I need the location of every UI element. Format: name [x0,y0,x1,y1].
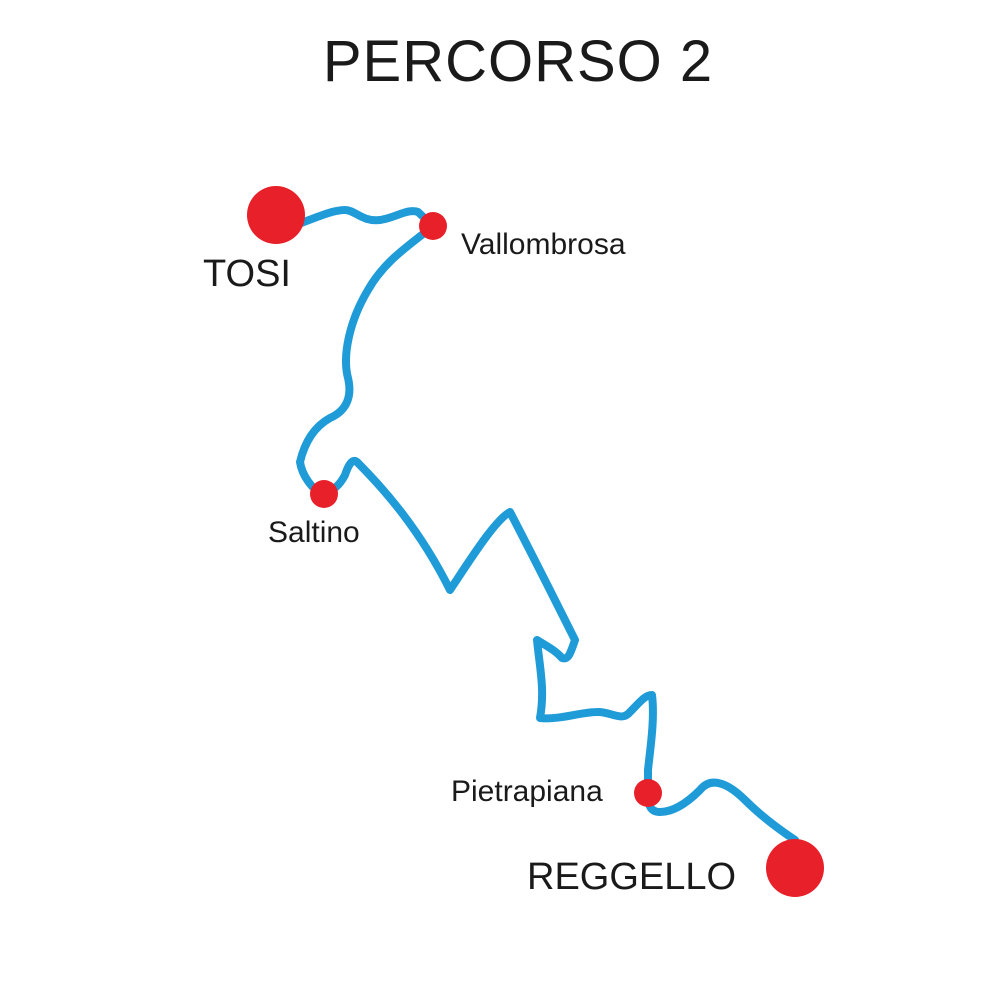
marker-tosi [247,186,305,244]
label-tosi: TOSI [203,253,291,295]
marker-saltino [310,480,338,508]
marker-vallombrosa [419,212,447,240]
label-vallombrosa: Vallombrosa [461,228,626,261]
label-saltino: Saltino [268,516,360,549]
label-reggello: REGGELLO [527,856,736,898]
map-title: PERCORSO 2 [322,29,714,94]
label-pietrapiana: Pietrapiana [451,775,603,808]
marker-pietrapiana [634,779,662,807]
marker-reggello [766,839,824,897]
route-line [292,206,799,872]
